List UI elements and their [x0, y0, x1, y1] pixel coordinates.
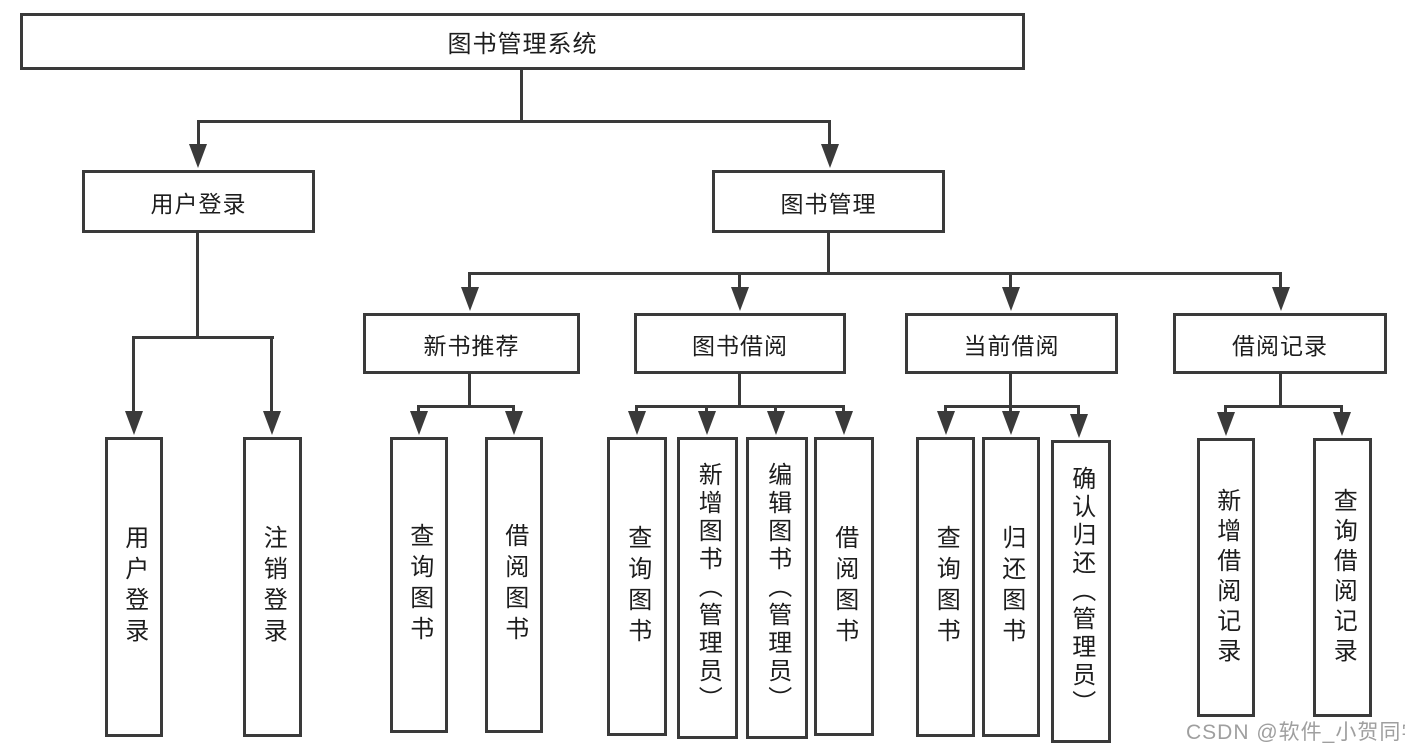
connector-leaf-stem — [774, 405, 777, 413]
node-book-borrowing: 图书借阅 — [634, 313, 846, 374]
arrow-down-icon — [1070, 414, 1088, 438]
node-label: 编辑图书（管理员） — [763, 462, 791, 714]
connector-leaf-stem — [132, 336, 135, 411]
node-label: 查询图书 — [623, 524, 651, 649]
connector-root-branch — [197, 120, 831, 123]
node-label: 新增图书（管理员） — [694, 462, 722, 714]
node-borrowing-records: 借阅记录 — [1173, 313, 1387, 374]
connector-records-down — [1279, 374, 1282, 405]
connector-l3-stem — [1279, 272, 1282, 287]
connector-leaf-stem — [1009, 405, 1012, 413]
node-cb-query-books: 查询图书 — [916, 437, 975, 737]
node-library-system: 图书管理系统 — [20, 13, 1025, 70]
connector-rec-down — [468, 374, 471, 405]
connector-book-mgmt-branch — [469, 272, 1281, 275]
arrow-down-icon — [1002, 411, 1020, 435]
arrow-down-icon — [1217, 412, 1235, 436]
connector-leaf-stem — [944, 405, 947, 413]
node-cb-return-books: 归还图书 — [982, 437, 1040, 737]
arrow-down-icon — [263, 411, 281, 435]
arrow-down-icon — [937, 411, 955, 435]
node-rec-borrow-books: 借阅图书 — [485, 437, 543, 733]
node-label: 查询借阅记录 — [1329, 487, 1357, 668]
node-bb-edit-books-admin: 编辑图书（管理员） — [746, 437, 808, 739]
connector-leaf-stem — [270, 336, 273, 411]
arrow-down-icon — [835, 411, 853, 435]
connector-current-down — [1009, 374, 1012, 405]
node-user-login-leaf: 用户登录 — [105, 437, 163, 737]
node-label: 新书推荐 — [423, 332, 520, 359]
arrow-down-icon — [410, 411, 428, 435]
node-logout: 注销登录 — [243, 437, 302, 737]
connector-borrow-branch — [636, 405, 845, 408]
arrow-down-icon — [767, 411, 785, 435]
arrow-down-icon — [125, 411, 143, 435]
arrow-down-icon — [821, 144, 839, 168]
connector-borrow-down — [738, 374, 741, 405]
node-label: 查询图书 — [405, 523, 433, 647]
connector-leaf-stem — [1340, 405, 1343, 414]
node-new-book-recommend: 新书推荐 — [363, 313, 580, 374]
connector-leaf-stem — [1077, 405, 1080, 415]
node-label: 确认归还（管理员） — [1067, 465, 1095, 718]
node-br-add-record: 新增借阅记录 — [1197, 438, 1255, 717]
node-bb-borrow-books: 借阅图书 — [814, 437, 874, 736]
arrow-down-icon — [698, 411, 716, 435]
arrow-down-icon — [1002, 287, 1020, 311]
node-label: 用户登录 — [150, 190, 247, 217]
node-label: 图书管理 — [780, 190, 877, 217]
connector-l3-stem — [468, 272, 471, 287]
node-label: 图书管理系统 — [447, 31, 598, 58]
connector-leaf-stem — [842, 405, 845, 413]
node-label: 图书借阅 — [692, 332, 788, 359]
node-label: 注销登录 — [259, 525, 287, 649]
node-label: 用户登录 — [120, 525, 148, 649]
connector-book-mgmt-down — [827, 233, 830, 272]
node-label: 当前借阅 — [963, 332, 1060, 359]
node-label: 借阅图书 — [830, 524, 858, 649]
node-br-query-record: 查询借阅记录 — [1313, 438, 1372, 717]
connector-leaf-stem — [1224, 405, 1227, 414]
connector-root-stem — [520, 70, 523, 120]
node-bb-add-books-admin: 新增图书（管理员） — [677, 437, 738, 739]
arrow-down-icon — [505, 411, 523, 435]
connector-l3-stem — [1009, 272, 1012, 287]
connector-l3-stem — [738, 272, 741, 287]
arrow-down-icon — [1272, 287, 1290, 311]
connector-leaf-stem — [417, 405, 420, 413]
csdn-watermark: CSDN @软件_小贺同学 — [1186, 721, 1405, 744]
node-current-borrowing: 当前借阅 — [905, 313, 1118, 374]
node-rec-query-books: 查询图书 — [390, 437, 448, 733]
node-cb-confirm-return-admin: 确认归还（管理员） — [1051, 440, 1111, 743]
arrow-down-icon — [189, 144, 207, 168]
node-label: 借阅记录 — [1232, 332, 1328, 359]
connector-leaf-stem — [705, 405, 708, 413]
connector-records-branch — [1225, 405, 1343, 408]
connector-current-branch — [945, 405, 1080, 408]
arrow-down-icon — [731, 287, 749, 311]
node-user-login: 用户登录 — [82, 170, 315, 233]
node-book-management: 图书管理 — [712, 170, 945, 233]
arrow-down-icon — [1333, 412, 1351, 436]
connector-leaf-stem — [512, 405, 515, 413]
arrow-down-icon — [628, 411, 646, 435]
connector-leaf-stem — [635, 405, 638, 413]
node-label: 查询图书 — [932, 525, 960, 649]
node-bb-query-books: 查询图书 — [607, 437, 667, 736]
arrow-down-icon — [461, 287, 479, 311]
connector-user-login-down — [196, 233, 199, 336]
node-label: 新增借阅记录 — [1212, 487, 1240, 668]
node-label: 归还图书 — [997, 525, 1025, 649]
connector-book-mgmt-stem — [828, 120, 831, 146]
connector-user-login-branch — [133, 336, 274, 339]
connector-rec-branch — [418, 405, 515, 408]
node-label: 借阅图书 — [500, 523, 528, 647]
connector-user-login-stem — [197, 120, 200, 146]
